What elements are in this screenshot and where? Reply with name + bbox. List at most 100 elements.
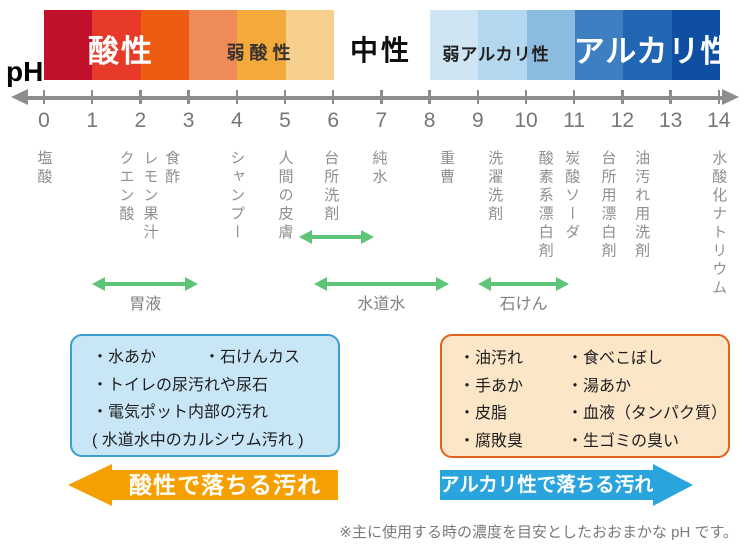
acid-bar-segment [140, 10, 189, 80]
zone-label-weak-alkali: 弱アルカリ性 [442, 45, 550, 64]
axis-tick-label: 13 [658, 109, 683, 132]
stain-item: ・腐敗臭 [459, 432, 524, 450]
axis-tick-label: 4 [230, 109, 243, 132]
zone-label-neutral: 中性 [349, 35, 413, 66]
alkali-banner-label: アルカリ性で落ちる汚れ [440, 474, 654, 496]
substance-label: 食酢 [163, 150, 181, 187]
axis-tick-label: 0 [38, 109, 50, 132]
footnote: ※主に使用する時の濃度を目安としたおおまかな pH です。 [339, 524, 738, 541]
arrow-right-icon [653, 464, 693, 506]
ph-axis-line [26, 96, 724, 100]
axis-tick [90, 90, 94, 104]
substance-label: クエン酸 [117, 150, 135, 224]
arrow-left-icon [68, 464, 112, 506]
alkali-bar-segment [671, 10, 720, 80]
substance-label: 塩酸 [35, 150, 53, 187]
acid-stains-box: ・水あか ・石けんカス・トイレの尿汚れや尿石・電気ポット内部の汚れ ( 水道水中の… [70, 334, 340, 457]
axis-tick [187, 90, 190, 104]
acid-bar-segment [237, 10, 286, 80]
axis-tick-label: 5 [279, 109, 291, 132]
stain-item: ・水あか ・石けんカス [92, 349, 301, 366]
acid-color-bar [44, 10, 334, 80]
alkali-stains-grid: ・油汚れ ・食べこぼし・手あか ・湯あか・皮脂 ・血液（タンパク質） ・腐敗臭 ・生ゴミの… [459, 345, 728, 455]
axis-tick [669, 90, 672, 104]
stain-item: ・トイレの尿汚れや尿石 [92, 376, 269, 394]
substance-label: 水酸化ナトリウム [710, 150, 728, 298]
stain-item: ・手あか [459, 377, 524, 395]
substance-label: 炭酸ソーダ [563, 150, 581, 243]
zone-label-weak-acid: 弱酸性 [226, 43, 296, 63]
axis-tick [476, 90, 480, 104]
axis-tick [380, 90, 383, 104]
range-arrow: 胃液 [92, 277, 199, 313]
alkali-bar-segment [526, 10, 575, 80]
axis-tick [283, 90, 287, 104]
axis-tick-label: 9 [471, 109, 484, 132]
substance-label: レモン果汁 [141, 150, 159, 243]
alkali-bar-segment [623, 10, 672, 80]
substance-label: 洗濯洗剤 [486, 150, 504, 224]
axis-tick [717, 90, 721, 104]
axis-tick-label: 7 [375, 109, 388, 132]
stain-item: ・湯あか [567, 377, 632, 395]
axis-tick [524, 90, 528, 104]
stain-item: ・食べこぼし [567, 350, 664, 367]
range-arrow: 石けん [477, 277, 570, 313]
stain-item: ・生ゴミの臭い [567, 432, 680, 450]
substance-label: シャンプー [228, 150, 246, 243]
axis-tick-label: 6 [327, 109, 340, 132]
acid-bar-segment [44, 10, 93, 80]
alkali-stains-banner-arrow: アルカリ性で落ちる汚れ [440, 464, 693, 506]
axis-tick [331, 90, 335, 104]
range-arrow-label: 石けん [499, 296, 548, 313]
axis-tick-label: 2 [134, 109, 147, 132]
axis-tick [139, 90, 142, 104]
substance-label: 油汚れ用洗剤 [633, 150, 651, 261]
alkali-color-bar [430, 10, 720, 80]
substance-label: 重曹 [437, 150, 455, 187]
substance-label: 純水 [370, 150, 388, 187]
acid-banner-label: 酸性で落ちる汚れ [129, 472, 321, 498]
acid-bar-segment [92, 10, 141, 80]
acid-bar-segment [188, 10, 238, 80]
alkali-bar-segment [430, 10, 479, 80]
alkali-bar-segment [478, 10, 527, 80]
alkali-stains-box: ・油汚れ ・食べこぼし・手あか ・湯あか・皮脂 ・血液（タンパク質） ・腐敗臭 ・生ゴミの… [440, 334, 730, 458]
axis-tick [428, 90, 431, 104]
axis-tick [572, 90, 576, 104]
alkali-bar-segment [574, 10, 624, 80]
zone-label-acid: 酸性 [88, 34, 154, 69]
range-arrow-label: 胃液 [129, 296, 162, 313]
axis-tick-label: 12 [610, 109, 635, 132]
stain-item: ( 水道水中のカルシウム汚れ ) [92, 431, 304, 449]
range-arrow-line [101, 282, 190, 286]
axis-tick-label: 10 [514, 109, 538, 132]
substance-label: 酸素系漂白剤 [536, 150, 554, 261]
stain-item: ・皮脂 [459, 405, 508, 422]
axis-arrowhead-left-icon [11, 89, 28, 105]
axis-tick [42, 90, 46, 104]
axis-tick-label: 1 [86, 109, 99, 132]
range-arrow-line [486, 282, 561, 286]
substance-label: 台所洗剤 [322, 150, 340, 224]
axis-arrowhead-right-icon [722, 89, 739, 105]
acid-stains-banner-arrow: 酸性で落ちる汚れ [68, 464, 338, 506]
stain-item: ・油汚れ [459, 350, 524, 367]
zone-label-alkali: アルカリ性 [573, 34, 733, 69]
range-arrow-line [322, 282, 440, 286]
axis-tick [235, 90, 239, 104]
range-arrow [299, 230, 374, 244]
range-arrow-line [308, 235, 366, 239]
axis-tick-label: 8 [423, 109, 436, 132]
stain-item: ・血液（タンパク質） [567, 405, 728, 422]
range-arrow-label: 水道水 [357, 296, 406, 313]
axis-tick [621, 90, 624, 104]
substance-label: 人間の皮膚 [276, 150, 294, 243]
ph-axis-title: pH [6, 56, 44, 87]
acid-bar-segment [285, 10, 334, 80]
axis-tick-label: 14 [707, 109, 731, 132]
stain-item: ・電気ポット内部の汚れ [92, 404, 269, 421]
axis-tick-label: 11 [563, 109, 586, 132]
range-arrow: 水道水 [313, 277, 449, 313]
